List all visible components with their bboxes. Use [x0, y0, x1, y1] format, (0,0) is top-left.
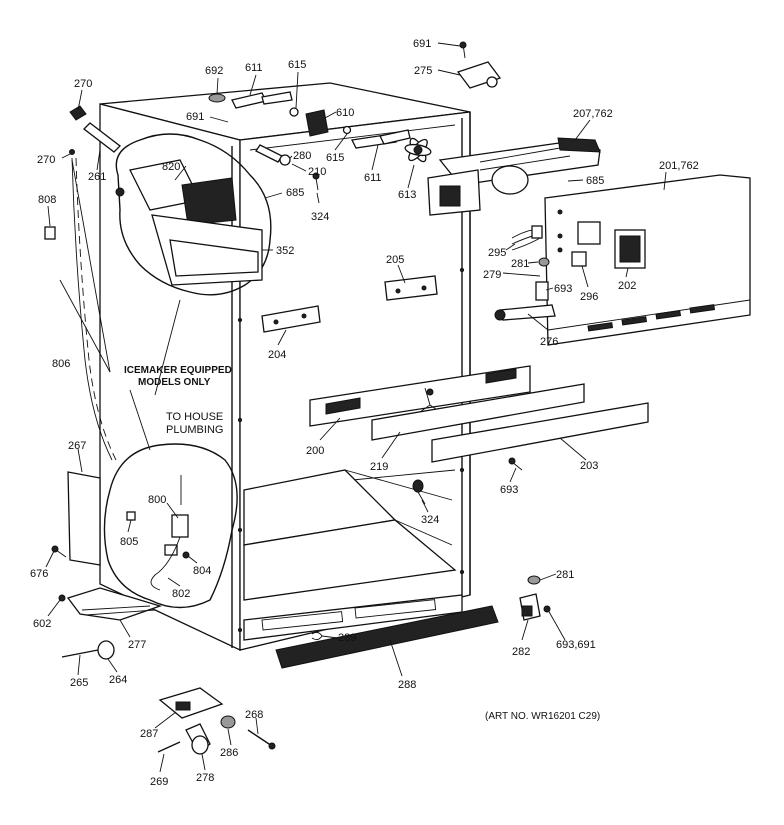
- callout-201-762: 201,762: [659, 160, 699, 172]
- callout-295: 295: [488, 247, 506, 259]
- control-panel: [494, 174, 751, 346]
- bottom-parts: [157, 457, 557, 755]
- callout-691-left: 691: [186, 111, 204, 123]
- callout-685-right: 685: [586, 175, 604, 187]
- diagram-notes: ICEMAKER EQUIPPED MODELS ONLY TO HOUSE P…: [124, 365, 600, 722]
- callout-805: 805: [120, 536, 138, 548]
- callout-267: 267: [68, 440, 86, 452]
- callout-324-lower: 324: [421, 514, 439, 526]
- icemaker-detail-cloud: [115, 133, 272, 296]
- callout-613: 613: [398, 189, 416, 201]
- callout-265: 265: [70, 677, 88, 689]
- shelf-support-rails: [309, 365, 649, 463]
- fan-blade: [404, 137, 432, 163]
- callout-802: 802: [172, 588, 190, 600]
- callout-282: 282: [512, 646, 530, 658]
- callout-261: 261: [88, 171, 106, 183]
- callout-280: 280: [293, 150, 311, 162]
- callout-279: 279: [483, 269, 501, 281]
- callout-611-top: 611: [245, 62, 263, 74]
- callout-296: 296: [580, 291, 598, 303]
- callout-806: 806: [52, 358, 70, 370]
- water-valve-detail-cloud: [103, 443, 238, 609]
- callout-281-top: 281: [511, 258, 529, 270]
- callout-685-left: 685: [286, 187, 304, 199]
- icemaker-note-line1: ICEMAKER EQUIPPED: [124, 365, 232, 376]
- callout-204: 204: [268, 349, 286, 361]
- plumbing-note-line2: PLUMBING: [166, 424, 223, 436]
- callout-268: 268: [245, 709, 263, 721]
- callout-205: 205: [386, 254, 404, 266]
- callout-288: 288: [398, 679, 416, 691]
- callout-800: 800: [148, 494, 166, 506]
- callout-287: 287: [140, 728, 158, 740]
- callout-270-lower: 270: [37, 154, 55, 166]
- callout-615-mid: 615: [326, 152, 344, 164]
- callout-693-691: 693,691: [556, 639, 596, 651]
- callout-692: 692: [205, 65, 223, 77]
- callout-352: 352: [276, 245, 294, 257]
- callout-270-top: 270: [74, 78, 92, 90]
- callout-693-top: 693: [554, 283, 572, 295]
- callout-602: 602: [33, 618, 51, 630]
- callout-278: 278: [196, 772, 214, 784]
- callout-820: 820: [162, 161, 180, 173]
- callout-276: 276: [540, 336, 558, 348]
- callout-611-right: 611: [364, 172, 382, 184]
- callout-219: 219: [370, 461, 388, 473]
- top-hinge-and-fan-parts: [69, 41, 601, 216]
- callout-804: 804: [193, 565, 211, 577]
- callout-labels: 270 270 261 808 806 692 611 615 691 610 …: [30, 38, 699, 788]
- callout-207-762: 207,762: [573, 108, 613, 120]
- left-side-parts: [44, 157, 163, 660]
- callout-615-top: 615: [288, 59, 306, 71]
- callout-281-lower: 281: [556, 569, 574, 581]
- icemaker-note-line2: MODELS ONLY: [138, 377, 211, 388]
- callout-286: 286: [220, 747, 238, 759]
- callout-203: 203: [580, 460, 598, 472]
- plumbing-note-line1: TO HOUSE: [166, 411, 223, 423]
- mounting-brackets: [261, 275, 438, 333]
- callout-202: 202: [618, 280, 636, 292]
- callout-210: 210: [308, 166, 326, 178]
- callout-289: 289: [338, 632, 356, 644]
- callout-676: 676: [30, 568, 48, 580]
- callout-275: 275: [414, 65, 432, 77]
- callout-808: 808: [38, 194, 56, 206]
- art-number: (ART NO. WR16201 C29): [485, 711, 600, 722]
- callout-693-mid: 693: [500, 484, 518, 496]
- callout-691-top: 691: [413, 38, 431, 50]
- callout-277: 277: [128, 639, 146, 651]
- callout-264: 264: [109, 674, 127, 686]
- callout-324-top: 324: [311, 211, 329, 223]
- callout-610: 610: [336, 107, 354, 119]
- callout-200: 200: [306, 445, 324, 457]
- callout-269: 269: [150, 776, 168, 788]
- leader-lines: [45, 42, 667, 773]
